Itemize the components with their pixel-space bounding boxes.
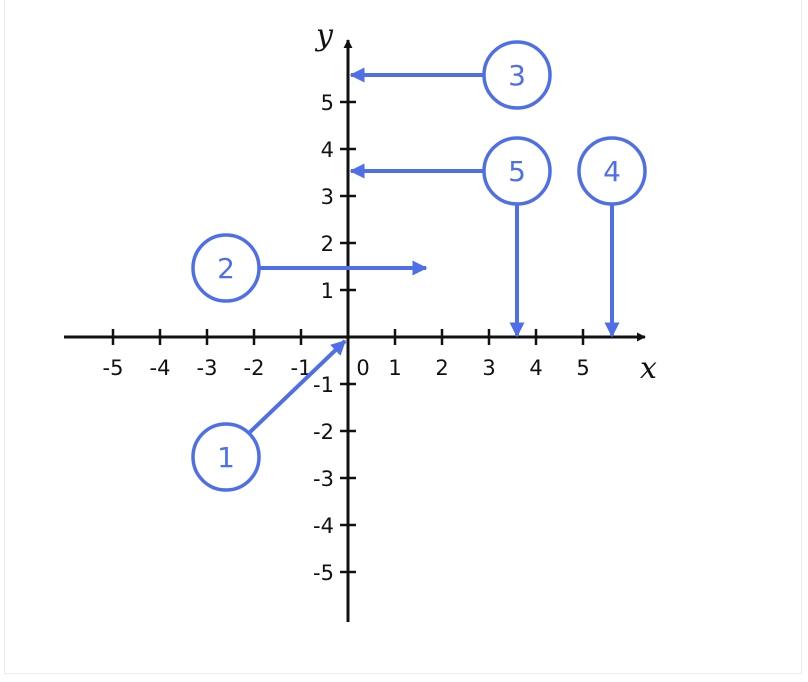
x-tick-label: 5 (576, 356, 589, 380)
y-tick-label: -2 (313, 420, 334, 444)
y-tick-label: -4 (313, 514, 334, 538)
y-tick-label: 5 (321, 91, 334, 115)
y-tick-label: 4 (321, 138, 334, 162)
x-tick-label: -1 (291, 356, 312, 380)
callout-2: 2 (191, 233, 428, 303)
x-tick-label: -2 (244, 356, 265, 380)
x-tick-label: 0 (356, 356, 369, 380)
callout-5-circle (482, 136, 552, 206)
y-tick-label: -1 (313, 373, 334, 397)
x-tick-label: -5 (103, 356, 124, 380)
x-axis-label: x (640, 351, 657, 386)
callout-5-number: 5 (508, 155, 526, 188)
callout-3: 3 (349, 40, 552, 110)
y-axis-label: y (314, 18, 334, 53)
y-tick-label: -3 (313, 467, 334, 491)
y-tick-label: 2 (321, 232, 334, 256)
callout-1-number: 1 (217, 441, 235, 474)
x-tick-label: 3 (482, 356, 495, 380)
y-tick-label: 1 (321, 279, 334, 303)
callout-layer: 1 2 3 4 (191, 40, 647, 492)
y-tick-label: -5 (313, 561, 334, 585)
page-border (4, 0, 802, 674)
callout-1-arrow (246, 339, 347, 436)
callout-2-circle (191, 233, 261, 303)
x-tick-label: 4 (529, 356, 542, 380)
callout-4-circle (577, 136, 647, 206)
x-tick-label: 1 (388, 356, 401, 380)
callout-2-number: 2 (217, 252, 235, 285)
callout-1: 1 (191, 339, 347, 492)
callout-3-number: 3 (508, 59, 526, 92)
callout-5: 5 (349, 136, 552, 338)
x-tick-label: -4 (150, 356, 171, 380)
callout-4-number: 4 (603, 155, 621, 188)
y-axis-ticks: 1 2 3 4 5 -1 -2 -3 -4 -5 (313, 91, 356, 585)
callout-3-circle (482, 40, 552, 110)
x-tick-label: -3 (197, 356, 218, 380)
callout-4: 4 (577, 136, 647, 338)
callout-1-circle (191, 422, 261, 492)
x-tick-label: 2 (435, 356, 448, 380)
y-tick-label: 3 (321, 185, 334, 209)
